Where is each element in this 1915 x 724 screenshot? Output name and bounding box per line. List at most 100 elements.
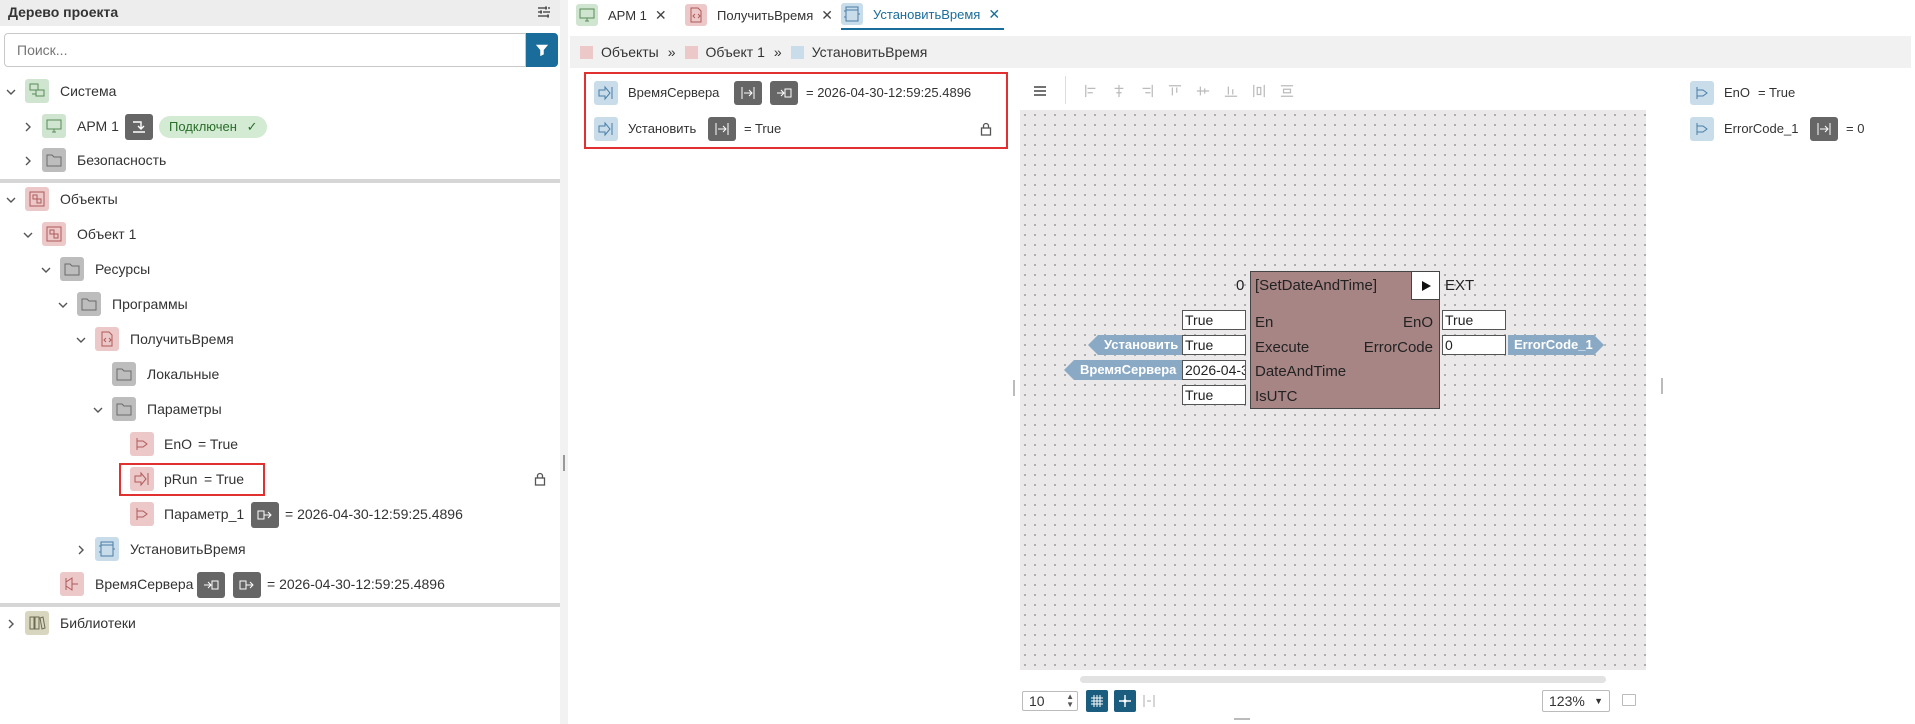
breadcrumb-item[interactable]: Объект 1 — [705, 44, 765, 60]
panel-splitter[interactable] — [560, 0, 568, 724]
in-value-isutc[interactable]: True — [1182, 385, 1246, 405]
chevron-down-icon[interactable] — [4, 193, 18, 207]
tree-item-object1[interactable]: Объект 1 — [0, 218, 560, 252]
distribute-h-icon[interactable] — [1248, 80, 1270, 102]
chevron-right-icon[interactable] — [21, 154, 35, 168]
tree-item-locals[interactable]: Локальные — [0, 358, 560, 392]
in-value-execute[interactable]: True — [1182, 335, 1246, 355]
output-eno[interactable]: EnO = True — [1690, 78, 1900, 108]
distribute-v-icon[interactable] — [1276, 80, 1298, 102]
tree-item-libraries[interactable]: Библиотеки — [0, 607, 560, 641]
minimap-icon[interactable] — [1622, 694, 1636, 706]
chevron-down-icon[interactable] — [4, 85, 18, 99]
folder-icon — [112, 362, 136, 386]
input-value: = 2026-04-30-12:59:25.4896 — [806, 85, 972, 100]
tree-item-param1[interactable]: Параметр_1 = 2026-04-30-12:59:25.4896 — [0, 498, 560, 532]
tree-item-programs[interactable]: Программы — [0, 288, 560, 322]
chevron-down-icon[interactable] — [74, 333, 88, 347]
tag-server-time-variable[interactable]: ВремяСервера — [1064, 360, 1182, 380]
function-block[interactable]: [SetDateAndTime] En Execute DateAndTime … — [1250, 271, 1440, 409]
align-right-icon[interactable] — [1136, 80, 1158, 102]
bind-icon — [708, 117, 736, 141]
tree-value: = True — [198, 436, 239, 452]
stepper-arrows-icon[interactable]: ▲▼ — [1066, 692, 1074, 709]
splitter-handle-left[interactable] — [1013, 380, 1015, 396]
status-text: Подключен — [169, 119, 237, 134]
breadcrumb-object-icon — [684, 45, 698, 59]
block-ext: EXT — [1445, 277, 1475, 294]
port-dateandtime: DateAndTime — [1255, 363, 1347, 380]
tree-item-resources[interactable]: Ресурсы — [0, 253, 560, 287]
out-value-eno[interactable]: True — [1442, 310, 1506, 330]
link-in-icon — [770, 81, 798, 105]
close-icon[interactable]: ✕ — [654, 6, 667, 23]
tree-label: Объект 1 — [77, 226, 137, 242]
search-input[interactable] — [4, 33, 526, 67]
tree-label: АРМ 1 — [77, 118, 119, 134]
align-left-icon[interactable] — [1080, 80, 1102, 102]
tree-item-system[interactable]: Система — [0, 75, 560, 109]
output-errorcode[interactable]: ErrorCode_1 = 0 — [1690, 114, 1900, 144]
link-out-icon — [233, 572, 261, 598]
port-eno: EnO — [1402, 314, 1433, 331]
close-icon[interactable]: ✕ — [988, 5, 1001, 22]
chevron-right-icon[interactable] — [74, 543, 88, 557]
align-top-icon[interactable] — [1164, 80, 1186, 102]
tag-errorcode-variable[interactable]: ErrorCode_1 — [1508, 335, 1604, 355]
tab-arm1[interactable]: АРМ 1 ✕ — [576, 0, 667, 30]
settings-sliders-icon[interactable] — [536, 4, 552, 20]
link-out-icon — [251, 502, 279, 528]
tree-item-arm1[interactable]: АРМ 1 Подключен ✓ — [0, 110, 560, 144]
highlight-frame — [119, 463, 265, 496]
chevron-right-icon[interactable] — [21, 120, 35, 134]
splitter-handle[interactable] — [563, 455, 565, 471]
align-center-v-icon[interactable] — [1192, 80, 1214, 102]
tree-label: Локальные — [147, 366, 220, 382]
folder-icon — [60, 257, 84, 281]
horizontal-scrollbar[interactable] — [1080, 676, 1606, 683]
align-center-h-icon[interactable] — [1108, 80, 1130, 102]
tab-set-time[interactable]: УстановитьВремя ✕ — [841, 0, 1005, 30]
editor-bottom-bar: 10 ▲▼ 123% ▼ — [1020, 686, 1656, 716]
snap-toggle-button[interactable] — [1114, 690, 1136, 712]
program-code-icon — [685, 4, 707, 26]
input-set[interactable]: Установить = True — [594, 114, 994, 144]
tab-get-time[interactable]: ПолучитьВремя ✕ — [685, 0, 833, 30]
tree-item-security[interactable]: Безопасность — [0, 144, 560, 178]
block-run-button[interactable] — [1411, 272, 1439, 300]
lock-icon — [980, 122, 992, 136]
in-value-en[interactable]: True — [1182, 310, 1246, 330]
tree-item-params[interactable]: Параметры — [0, 393, 560, 427]
chevron-down-icon[interactable] — [91, 403, 105, 417]
tree-item-eno[interactable]: EnO = True — [0, 428, 560, 462]
tree-item-prun[interactable]: pRun = True — [0, 463, 560, 497]
tree-item-get-time[interactable]: ПолучитьВремя — [0, 323, 560, 357]
input-param-icon — [594, 117, 618, 141]
bottom-resize-handle[interactable] — [1234, 718, 1250, 720]
input-label: Установить — [628, 121, 697, 136]
in-value-dateandtime[interactable]: 2026-04-3 — [1182, 360, 1246, 380]
chevron-down-icon[interactable] — [21, 228, 35, 242]
tree-item-set-time[interactable]: УстановитьВремя — [0, 533, 560, 567]
guides-icon[interactable] — [1142, 694, 1156, 708]
chevron-right-icon[interactable] — [4, 617, 18, 631]
chevron-down-icon[interactable] — [56, 298, 70, 312]
align-bottom-icon[interactable] — [1220, 80, 1242, 102]
tree-item-objects[interactable]: Объекты — [0, 183, 560, 217]
bind-icon — [1810, 117, 1838, 141]
input-server-time[interactable]: ВремяСервера = 2026-04-30-12:59:25.4896 — [594, 78, 994, 108]
breadcrumb-item[interactable]: Объекты — [601, 44, 659, 60]
out-value-errorcode[interactable]: 0 — [1442, 335, 1506, 355]
breadcrumb-item[interactable]: УстановитьВремя — [811, 44, 928, 60]
diagram-canvas[interactable]: [SetDateAndTime] En Execute DateAndTime … — [1020, 110, 1646, 670]
zoom-select[interactable]: 123% ▼ — [1542, 690, 1610, 712]
chevron-down-icon[interactable] — [39, 263, 53, 277]
splitter-handle-right[interactable] — [1661, 378, 1663, 394]
menu-icon[interactable] — [1029, 80, 1051, 102]
tag-set-variable[interactable]: Установить — [1088, 335, 1182, 355]
tree-item-server-time[interactable]: ВремяСервера = 2026-04-30-12:59:25.4896 — [0, 568, 560, 602]
filter-button[interactable] — [526, 33, 558, 67]
grid-toggle-button[interactable] — [1086, 690, 1108, 712]
grid-size-stepper[interactable]: 10 ▲▼ — [1022, 691, 1078, 711]
close-icon[interactable]: ✕ — [821, 6, 833, 23]
